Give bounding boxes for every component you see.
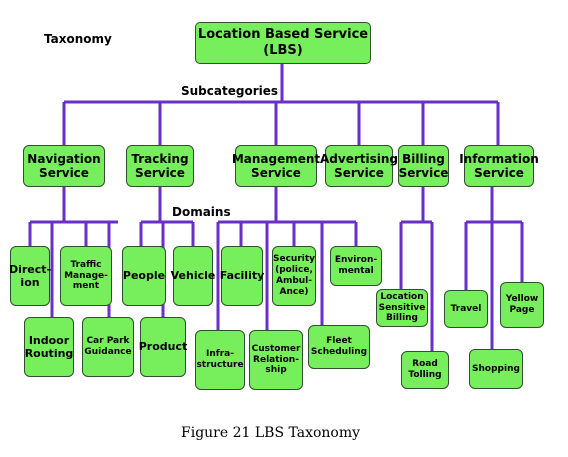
tracking-service-node: Tracking Service xyxy=(126,145,194,187)
management-service-node: Management Service xyxy=(232,145,320,187)
billing-service-node: Billing Service xyxy=(398,145,449,187)
domain-location-sensitive-billing: Location Sensitive Billing xyxy=(376,289,428,327)
domain-fleet-scheduling: Fleet Scheduling xyxy=(308,325,370,369)
information-service-node: Information Service xyxy=(459,145,539,187)
subcategories-label: Subcategories xyxy=(181,84,279,98)
domain-facility: Facility xyxy=(220,246,264,306)
domain-yellow-page: Yellow Page xyxy=(500,282,544,328)
domain-environmental: Environ- mental xyxy=(330,246,382,286)
advertising-service-node: Advertising Service xyxy=(320,145,398,187)
domain-shopping: Shopping xyxy=(469,349,523,389)
domain-direction: Direct- ion xyxy=(9,246,51,306)
domain-infrastructure: Infra- structure xyxy=(195,330,245,390)
navigation-service-node: Navigation Service xyxy=(23,145,105,187)
domain-security: Security (police, Ambul- Ance) xyxy=(272,246,316,306)
domain-indoor-routing: Indoor Routing xyxy=(24,317,74,377)
taxonomy-label: Taxonomy xyxy=(44,32,112,46)
domain-vehicle: Vehicle xyxy=(171,246,215,306)
domain-customer-relationship: Customer Relation- ship xyxy=(249,330,303,390)
lbs-root-node: Location Based Service (LBS) xyxy=(195,22,371,64)
domain-people: People xyxy=(122,246,166,306)
domains-label: Domains xyxy=(172,205,231,219)
domain-road-tolling: Road Tolling xyxy=(401,351,449,389)
domain-product: Product xyxy=(139,317,187,377)
domain-car-park-guidance: Car Park Guidance xyxy=(82,317,134,377)
domain-travel: Travel xyxy=(444,290,488,328)
domain-traffic-management: Traffic Manage- ment xyxy=(60,246,112,306)
figure-caption: Figure 21 LBS Taxonomy xyxy=(181,425,361,441)
